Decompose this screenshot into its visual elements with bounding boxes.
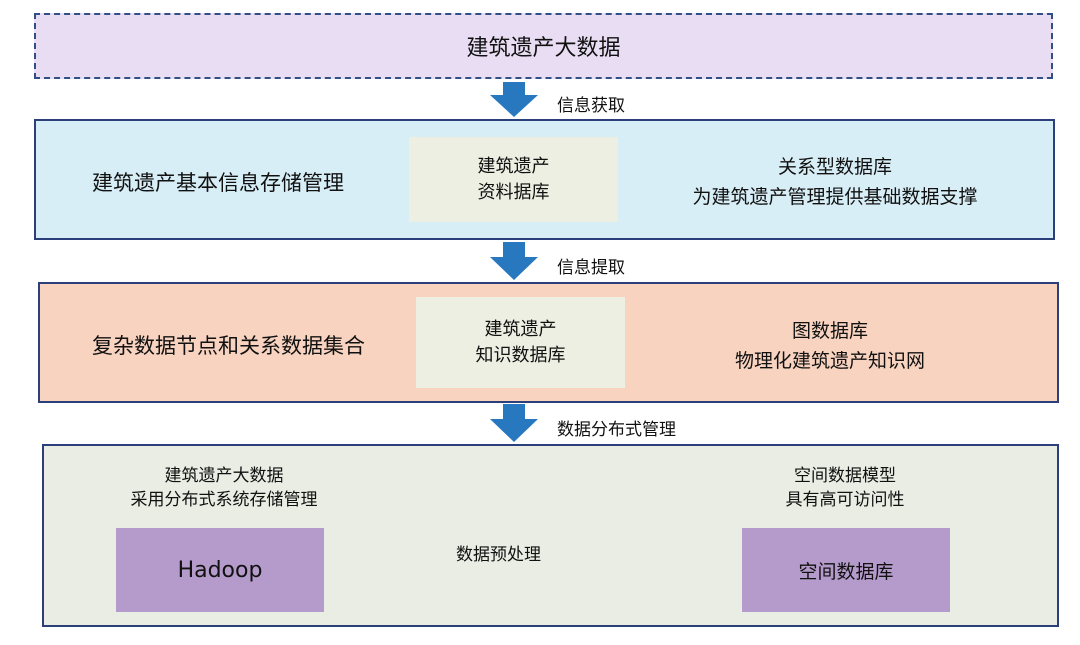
layer1-center-line2: 资料据库 (477, 181, 550, 203)
layer2-right-line2: 物理化建筑遗产知识网 (734, 350, 925, 372)
info-extraction-label: 信息提取 (557, 258, 625, 278)
spatial-caption: 空间数据模型 具有高可访问性 (735, 464, 955, 512)
spatial-db-label: 空间数据库 (798, 560, 894, 583)
layer2-right-line1: 图数据库 (791, 320, 868, 342)
down-arrow-3-icon (490, 404, 538, 442)
layer3-right-caption-line2: 具有高可访问性 (785, 490, 905, 510)
layer2-left-text: 复杂数据节点和关系数据集合 (92, 334, 365, 358)
down-arrow-2-icon (490, 242, 538, 280)
big-data-title: 建筑遗产大数据 (466, 36, 621, 61)
hadoop-caption: 建筑遗产大数据 采用分布式系统存储管理 (104, 464, 344, 512)
big-data-header-box: 建筑遗产大数据 (34, 13, 1053, 79)
spatial-db-box: 空间数据库 (742, 528, 950, 612)
hadoop-label: Hadoop (177, 557, 263, 583)
layer1-center-line1: 建筑遗产 (477, 155, 550, 177)
hadoop-box: Hadoop (116, 528, 324, 612)
layer3-left-caption-line2: 采用分布式系统存储管理 (130, 490, 318, 510)
layer2-center-line1: 建筑遗产 (484, 318, 557, 340)
layer2-center-line2: 知识数据库 (475, 344, 566, 366)
preprocessing-label: 数据预处理 (456, 545, 541, 565)
info-acquisition-label: 信息获取 (557, 96, 625, 116)
layer1-right-line1: 关系型数据库 (777, 156, 892, 178)
layer1-right-text: 关系型数据库 为建筑遗产管理提供基础数据支撑 (660, 152, 1010, 212)
layer3-right-caption-line1: 空间数据模型 (794, 466, 896, 486)
layer1-right-line2: 为建筑遗产管理提供基础数据支撑 (692, 186, 978, 208)
heritage-archive-db-box: 建筑遗产 资料据库 (409, 137, 618, 222)
layer1-left-text: 建筑遗产基本信息存储管理 (92, 171, 344, 195)
down-arrow-1-icon (490, 82, 538, 117)
heritage-knowledge-db-box: 建筑遗产 知识数据库 (416, 297, 625, 388)
distributed-management-label: 数据分布式管理 (557, 420, 676, 440)
layer2-right-text: 图数据库 物理化建筑遗产知识网 (680, 316, 980, 376)
layer3-left-caption-line1: 建筑遗产大数据 (164, 466, 284, 486)
